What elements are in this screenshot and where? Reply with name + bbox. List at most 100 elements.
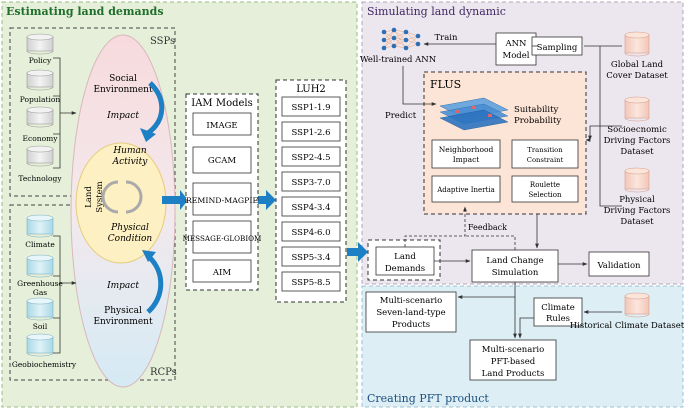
impact-cycle-arrow-icon [146, 254, 164, 314]
scenario-label: SSP1-2.6 [291, 128, 330, 138]
dataset-label: Cover Dataset [606, 71, 668, 81]
rules-to-pft-arrow [518, 317, 534, 339]
social-environment-label: Environment [93, 85, 153, 95]
iam-model-label: AIM [212, 268, 231, 278]
suitability-label: Probability [514, 116, 561, 126]
transition-label: Transition [527, 146, 563, 154]
physical-environment-label: Environment [93, 317, 153, 327]
impact-cycle-arrow-icon [146, 81, 165, 136]
rcps-group [9, 204, 176, 381]
scenario-label: SSP4-3.4 [291, 203, 330, 213]
pft-products-box [469, 339, 557, 381]
physical-environment-label: Physical [104, 306, 142, 316]
dataset-label: Physical [619, 195, 655, 205]
adaptive-inertia-label: Adaptive Inertia [436, 186, 495, 194]
land-system-label: System [95, 181, 105, 213]
social-environment-label: Social [109, 74, 137, 84]
feedback-label: Feedback [468, 223, 507, 232]
scenario-box [281, 196, 341, 217]
database-icon [26, 333, 54, 357]
scenario-label: SSP5-8.5 [291, 278, 330, 288]
dataset-to-flus-arrow [588, 125, 600, 141]
scenario-label: SSP5-3.4 [291, 253, 330, 263]
multi-scenario-products-box [365, 291, 457, 333]
iam-model-label: IMAGE [206, 121, 237, 131]
rcp-drivers: Climate Greenhouse Gas Soil Geobiochemis… [12, 214, 77, 369]
database-icon [26, 69, 54, 91]
scenario-box [281, 271, 341, 292]
ssp-drivers: Policy Population Economy Technology [18, 33, 62, 183]
database-icon [26, 297, 54, 321]
iam-model-box [192, 259, 252, 283]
land-demands-label: Demands [385, 264, 425, 274]
dataset-label: Historical Climate Dataset [570, 321, 685, 331]
iam-model-label: GCAM [208, 156, 236, 166]
land-change-simulation-box [471, 249, 559, 283]
iam-model-label: MESSAGE-GLOBIOM [183, 234, 262, 243]
sampling-label: Sampling [537, 43, 578, 53]
products-label: Products [392, 320, 430, 330]
dataset-label: Dataset [620, 147, 654, 157]
dataset-label: Socioecnomic [607, 125, 667, 135]
climate-rules-label: Rules [546, 314, 570, 324]
roulette-selection-box [511, 175, 579, 203]
roulette-label: Roulette [530, 181, 560, 189]
human-activity-label: Activity [112, 157, 149, 167]
database-icon [624, 292, 650, 318]
impact-label-bottom: Impact [106, 281, 139, 291]
scenario-box [281, 121, 341, 142]
iam-model-box [192, 112, 252, 136]
database-icon [624, 31, 650, 57]
arrowhead-icon [140, 128, 156, 142]
dataset-label: Driving Factors [604, 206, 671, 216]
transition-constraint-box [511, 139, 579, 169]
dataset-label: Global Land [611, 60, 664, 70]
suitability-layers-icon [439, 97, 509, 131]
train-label: Train [435, 33, 459, 43]
neighborhood-impact-box [431, 139, 501, 169]
scenario-label: SSP4-6.0 [291, 228, 330, 238]
luh2-scenarios: SSP1-1.9 SSP1-2.6 SSP2-4.5 SSP3-7.0 SSP4… [281, 96, 341, 292]
land-demands-label: Land [394, 252, 416, 262]
pft-label: Land Products [482, 369, 545, 379]
land-change-label: Land Change [486, 256, 543, 266]
flow-arrow-icon [258, 190, 276, 210]
predict-label: Predict [385, 111, 417, 121]
panel-estimating-title: Estimating land demands [6, 5, 164, 18]
scenario-box [281, 146, 341, 167]
driver-label: Technology [18, 174, 62, 183]
feedback-arrow [404, 206, 467, 247]
transition-label: Constraint [527, 156, 564, 164]
ann-model-box [495, 32, 537, 66]
physical-condition-label: Physical [110, 223, 149, 233]
iam-models-title: IAM Models [191, 98, 253, 109]
ssp-bracket [53, 57, 72, 169]
scenario-box [281, 171, 341, 192]
flus-title: FLUS [430, 78, 461, 91]
climate-rules-label: Climate [541, 303, 575, 313]
well-trained-ann-label: Well-trained ANN [360, 55, 437, 65]
ann-model-label: ANN [504, 39, 527, 49]
database-icon [624, 167, 650, 193]
human-activity-label: Human [112, 146, 147, 156]
driver-label: Economy [23, 134, 59, 143]
arrowhead-icon [142, 250, 156, 262]
iam-model-box [192, 146, 252, 174]
panel-simulating-title: Simulating land dynamic [367, 5, 506, 18]
database-icon [624, 96, 650, 122]
iam-model-label: REMIND-MAGPIE [186, 196, 259, 205]
database-icon [26, 106, 54, 128]
suitability-label: Suitability [514, 105, 559, 115]
driver-label: Climate [25, 240, 55, 249]
driver-label: Soil [33, 322, 48, 331]
rcp-bracket [53, 235, 72, 354]
neural-network-icon [381, 27, 421, 51]
iam-model-box [192, 220, 252, 254]
scenario-box [281, 221, 341, 242]
scenario-box [281, 246, 341, 267]
cycle-icon [101, 180, 143, 214]
pft-label: Multi-scenario [482, 345, 545, 355]
database-icon [26, 254, 54, 278]
impact-label-top: Impact [106, 111, 139, 121]
